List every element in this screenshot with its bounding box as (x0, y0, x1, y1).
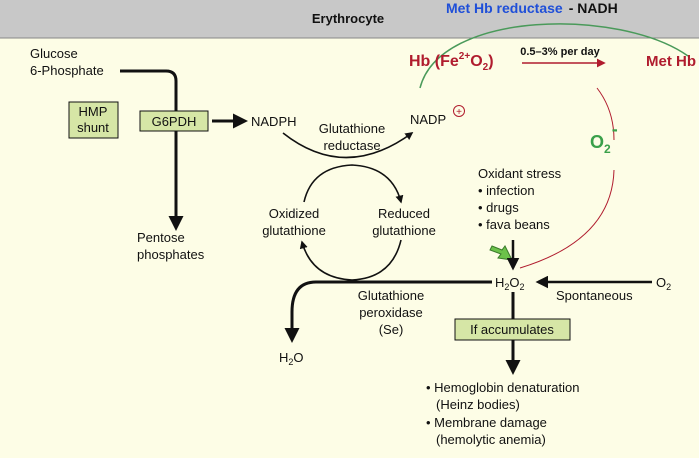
h2o2-label: H2O2 (495, 275, 525, 292)
nadp-charge-ring (453, 105, 465, 117)
gr-label-1: Glutathione (319, 121, 386, 136)
spontaneous-label: Spontaneous (556, 288, 633, 303)
consequence-2-line-2: (hemolytic anemia) (436, 432, 546, 447)
superoxide-to-h2o2-curve (519, 169, 615, 269)
accumulates-box (454, 318, 571, 341)
header-band (0, 0, 699, 38)
consequence-1-line-1: • Hemoglobin denaturation (426, 380, 579, 395)
methb-to-superoxide-curve (596, 87, 615, 141)
pentose-label-1: Pentose (137, 230, 185, 245)
hb-label: Hb (Fe2+O2) (409, 51, 494, 73)
nadph-label: NADPH (251, 114, 297, 129)
oxidant-item-infection: • infection (478, 183, 535, 198)
consequence-2-line-1: • Membrane damage (426, 415, 547, 430)
oxidant-title: Oxidant stress (478, 166, 562, 181)
methb-reductase-label: Met Hb reductase- NADH (446, 0, 618, 16)
superoxide-label: O2- (590, 119, 618, 156)
nadph-to-nadp-arc (282, 132, 414, 159)
hmp-label-2: shunt (77, 120, 109, 135)
oxidant-arrow-icon (489, 245, 513, 261)
nadp-label: NADP (410, 112, 446, 127)
h2o2-to-h2o-arrow (284, 280, 492, 343)
pentose-label-2: phosphates (137, 247, 205, 262)
gpx-label-1: Glutathione (358, 288, 425, 303)
o2-label: O2 (656, 275, 671, 292)
nadp-charge: + (456, 107, 462, 118)
reduced-label-1: Reduced (378, 206, 430, 221)
oxidant-item-drugs: • drugs (478, 200, 519, 215)
g6pdh-box (139, 110, 209, 132)
h2o-label: H2O (279, 350, 304, 367)
oxidized-label-1: Oxidized (269, 206, 320, 221)
hmp-label-1: HMP (79, 104, 108, 119)
glucose-label-2: 6-Phosphate (30, 63, 104, 78)
gpx-label-2: peroxidase (359, 305, 423, 320)
cycle-bottom-arc (299, 239, 402, 281)
hmp-shunt-box (68, 101, 119, 139)
oxidized-label-2: glutathione (262, 223, 326, 238)
gr-label-2: reductase (323, 138, 380, 153)
methb-label: Met Hb (646, 53, 696, 70)
g6p-to-pentose-arrow (120, 69, 184, 231)
consequence-1-line-2: (Heinz bodies) (436, 397, 520, 412)
g6pdh-label: G6PDH (152, 114, 197, 129)
glucose-label-1: Glucose (30, 46, 78, 61)
gpx-label-3: (Se) (379, 322, 404, 337)
cycle-top-arc (303, 164, 404, 204)
accumulates-label: If accumulates (470, 322, 554, 337)
reductase-arc (419, 23, 689, 89)
oxidation-rate: 0.5–3% per day (520, 46, 600, 58)
diagram-title: Erythrocyte (312, 11, 384, 26)
oxidant-item-fava: • fava beans (478, 217, 550, 232)
reduced-label-2: glutathione (372, 223, 436, 238)
